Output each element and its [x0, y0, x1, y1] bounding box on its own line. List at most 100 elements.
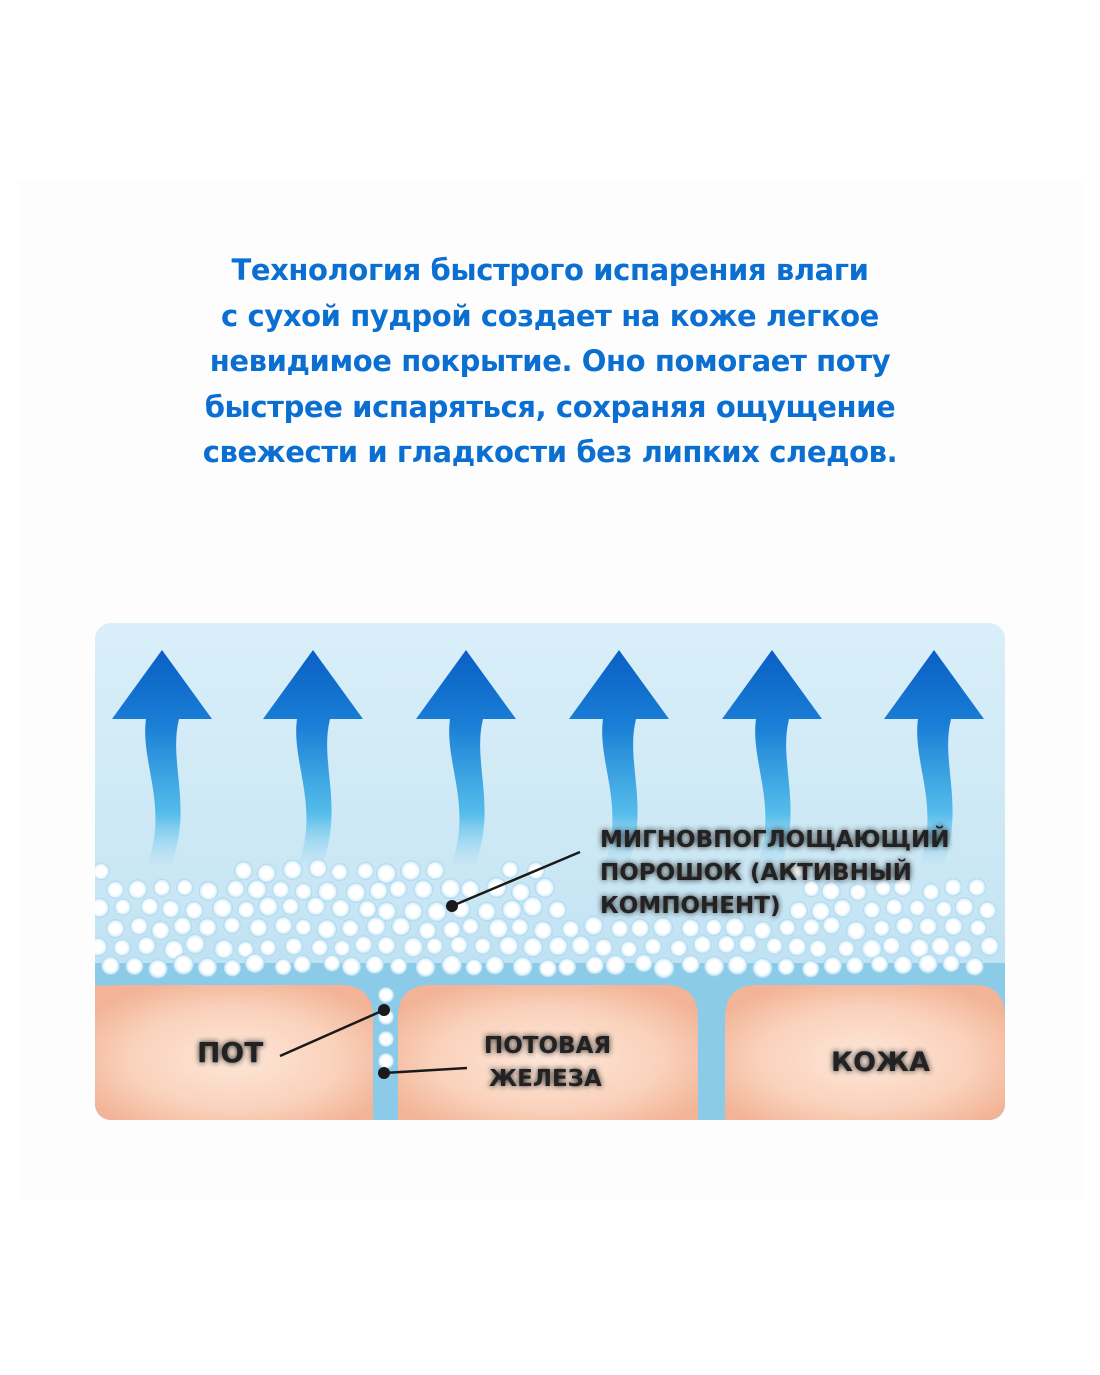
powder-particle [630, 918, 650, 938]
powder-particle [163, 939, 185, 960]
powder-particle [533, 920, 553, 941]
powder-particle [256, 863, 277, 883]
powder-particle [294, 918, 312, 936]
powder-particle [634, 953, 653, 973]
powder-particle [442, 920, 462, 940]
powder-particle [323, 954, 341, 972]
powder-particle [861, 938, 883, 960]
evaporation-diagram: МИГНОВПОГЛОЩАЮЩИЙ ПОРОШОК (АКТИВНЫЙ КОМП… [95, 623, 1005, 1120]
powder-particle [236, 941, 254, 958]
powder-particle [813, 860, 832, 880]
powder-particle [127, 879, 148, 900]
powder-particle [512, 956, 533, 977]
powder-particle [248, 918, 268, 938]
diagram-svg: МИГНОВПОГЛОЩАЮЩИЙ ПОРОШОК (АКТИВНЫЙ КОМП… [95, 623, 1005, 1120]
powder-particle [885, 898, 903, 916]
powder-particle [390, 957, 408, 975]
powder-particle [354, 935, 373, 954]
powder-particle [610, 919, 629, 938]
powder-particle [378, 1053, 394, 1069]
powder-particle [95, 897, 110, 918]
powder-particle [874, 879, 892, 897]
powder-particle [669, 939, 688, 958]
skin-label: КОЖА [831, 1047, 930, 1078]
powder-label-line: КОМПОНЕНТ) [600, 893, 780, 919]
powder-particle [752, 958, 773, 978]
intro-line: быстрее испаряться, сохраняя ощущение [204, 389, 896, 424]
gland-label-line: ПОТОВАЯ [484, 1033, 611, 1059]
powder-particle [282, 859, 303, 880]
powder-particle [388, 879, 408, 899]
powder-particle [425, 937, 444, 955]
powder-label-line: МИГНОВПОГЛОЩАЮЩИЙ [600, 825, 950, 853]
powder-particle [246, 879, 268, 900]
powder-particle [223, 916, 241, 934]
powder-particle [237, 900, 256, 919]
powder-particle [788, 861, 807, 879]
pointer-lines [279, 850, 581, 1079]
powder-particle [548, 900, 567, 920]
powder-particle [561, 920, 580, 939]
powder-particle [873, 919, 891, 937]
powder-particle [413, 879, 434, 900]
powder-particle [893, 955, 913, 975]
powder-particle [356, 862, 375, 880]
powder-particle [845, 956, 864, 975]
powder-particle [474, 937, 492, 955]
intro-line: невидимое покрытие. Оно помогает поту [209, 344, 891, 378]
powder-particle [114, 898, 132, 916]
powder-particle [954, 897, 975, 917]
powder-particle [704, 956, 725, 977]
powder-particle [863, 901, 881, 919]
powder-particle [234, 861, 253, 881]
skin-cell [725, 985, 1005, 1120]
powder-particle [967, 878, 987, 897]
powder-particle [333, 939, 351, 957]
powder-particle [693, 935, 712, 954]
powder-particle [583, 915, 604, 936]
powder-particle [184, 933, 206, 955]
powder-particle [787, 937, 807, 957]
powder-particle [652, 917, 673, 938]
powder-particle [440, 878, 461, 899]
powder-particle [802, 880, 820, 898]
powder-particle [605, 954, 626, 976]
powder-particle [882, 936, 901, 956]
evaporation-arrows [112, 650, 984, 868]
powder-particle [400, 860, 422, 882]
powder-particle [918, 917, 938, 936]
powder-particle [822, 916, 841, 935]
powder-particle [810, 901, 831, 922]
powder-particle [510, 918, 529, 937]
skin-cell [398, 985, 698, 1120]
powder-particle [418, 921, 437, 940]
powder-particle [358, 899, 377, 919]
sweat-pointer-dot [378, 1004, 390, 1016]
powder-particle [534, 877, 555, 898]
powder-particle [198, 881, 219, 901]
powder-particle [378, 987, 394, 1003]
powder-particle [425, 860, 445, 881]
powder-particle [538, 959, 557, 978]
powder-particle [821, 881, 841, 902]
powder-particle [522, 936, 544, 958]
powder-particle [501, 860, 519, 879]
powder-particle [293, 955, 312, 974]
powder-particle [485, 955, 505, 975]
evaporation-arrow [884, 650, 984, 868]
powder-particle [570, 935, 591, 956]
powder-particle [281, 897, 300, 916]
powder-particle [161, 899, 180, 919]
labels: МИГНОВПОГЛОЩАЮЩИЙ ПОРОШОК (АКТИВНЫЙ КОМП… [197, 825, 950, 1092]
powder-particle [548, 936, 568, 957]
powder-particle [148, 959, 168, 979]
powder-particle [257, 896, 279, 917]
intro-line: Технология быстрого испарения влаги [231, 253, 869, 287]
powder-particle [345, 882, 366, 903]
powder-particle [244, 953, 265, 974]
powder-particle [727, 954, 748, 975]
powder-particle [113, 939, 131, 957]
intro-text: Технология быстрого испарения влаги с су… [100, 248, 1000, 476]
powder-particle [341, 919, 360, 938]
powder-particle [833, 864, 852, 883]
